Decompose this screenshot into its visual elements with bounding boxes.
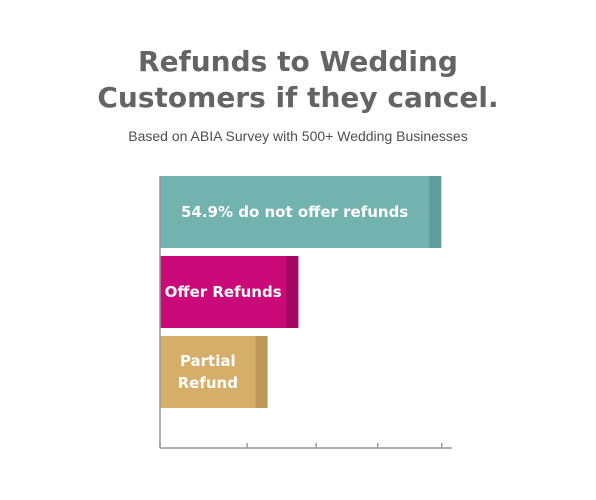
bar-3-edge [255,336,268,408]
bar-1-label-line-1: 54.9% do not offer refunds [181,203,408,221]
chart-title-line-1: Refunds to Wedding [138,45,458,78]
bar-1-edge [429,176,442,248]
chart-subtitle: Based on ABIA Survey with 500+ Wedding B… [128,128,468,144]
chart-title: Refunds to Wedding Customers if they can… [0,44,596,116]
x-axis [159,176,452,449]
bar-2-label: Offer Refunds [165,283,282,301]
bar-3 [160,336,268,408]
bar-3-label-line-1: Partial [180,352,236,370]
chart-title-line-2: Customers if they cancel. [97,81,499,114]
bar-2-label-line-1: Offer Refunds [165,283,282,301]
bar-2-edge [286,256,299,328]
bar-1-label: 54.9% do not offer refunds [181,203,408,221]
bar-2 [160,256,299,328]
bar-1 [160,176,442,248]
bar-3-label-line-2: Refund [178,374,238,392]
